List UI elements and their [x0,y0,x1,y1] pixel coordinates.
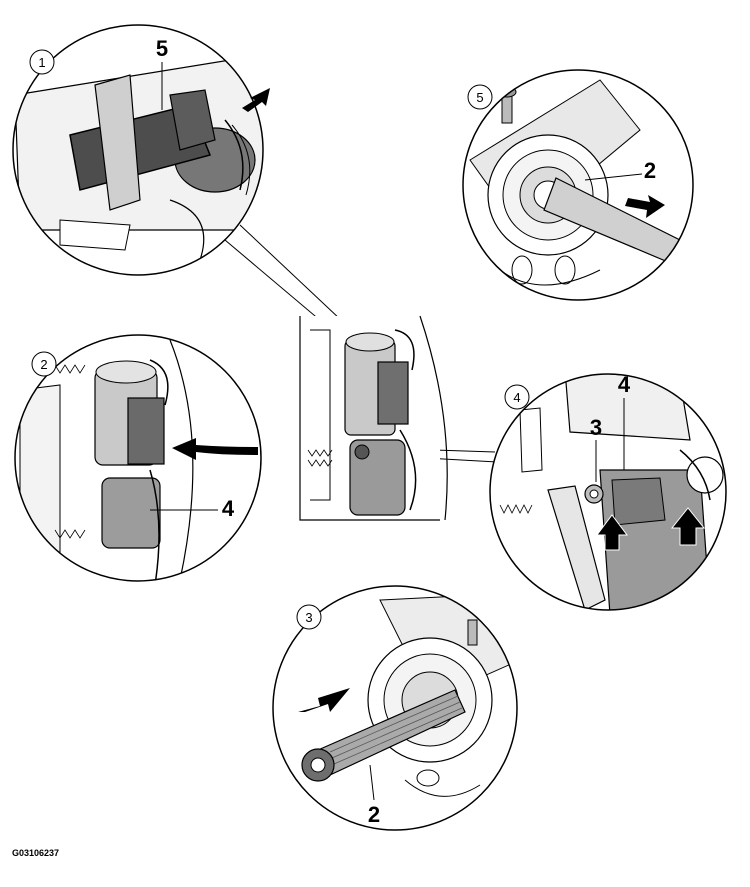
callout-label: 3 [590,415,602,440]
detail-view-4: 4 3 4 [489,372,727,611]
step-number-3: 3 [305,610,312,625]
callout-label: 2 [644,158,656,183]
arrow-icon [596,514,628,551]
arrow-icon [670,507,706,546]
arrow-icon [625,195,665,218]
step-number-1: 1 [38,55,45,70]
step-number-2: 2 [40,357,47,372]
callout-label: 2 [368,802,380,827]
arrow-icon [172,438,258,460]
detail-view-3: 3 2 [272,585,518,831]
figure-id: G03106237 [12,848,60,858]
callout-label: 4 [222,496,235,521]
detail-view-5: 5 2 [462,69,694,301]
callout-label: 4 [618,372,631,397]
arrow-icon [298,688,350,712]
center-overview-assembly [290,315,448,526]
callout-label: 5 [156,36,168,61]
detail-view-2: 2 4 [14,334,262,582]
arrow-icon [242,88,270,112]
step-number-4: 4 [513,390,520,405]
detail-view-1: 1 5 [12,24,270,276]
step-number-5: 5 [476,90,483,105]
